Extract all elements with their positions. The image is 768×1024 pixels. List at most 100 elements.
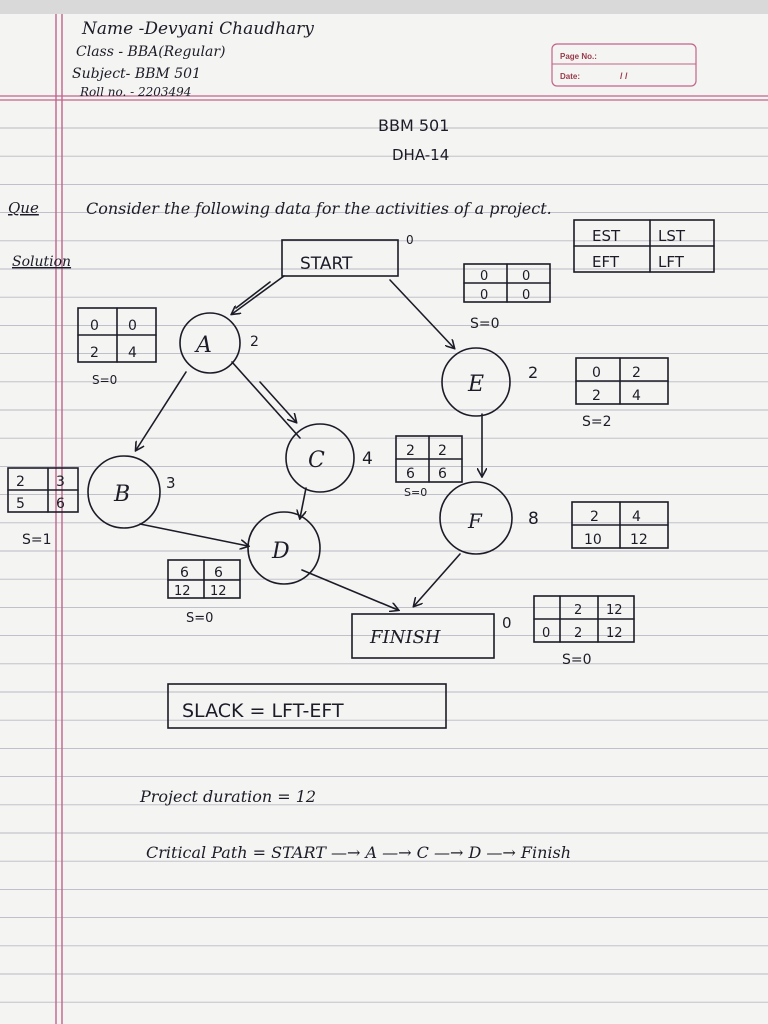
node-start-duration: 0: [406, 233, 414, 247]
node-c-label: C: [308, 448, 325, 473]
arrow-b-d: [139, 523, 248, 546]
node-start: START 0: [281, 233, 414, 277]
legend-lft: LFT: [658, 253, 685, 271]
student-name: Name -Devyani Chaudhary: [81, 19, 314, 39]
box-e-eft: 2: [592, 388, 601, 404]
page-date-box: Page No.: Date: / /: [551, 43, 697, 87]
box-a-lst: 0: [128, 318, 137, 334]
node-e: E 2: [441, 347, 538, 417]
legend-lst: LST: [658, 227, 686, 245]
date-label: Date:: [560, 72, 580, 81]
slack-finish: S=0: [562, 652, 592, 668]
box-start: 0 0 0 0 S=0: [463, 263, 551, 332]
student-roll: Roll no. - 2203494: [79, 85, 191, 99]
box-start-lst: 0: [522, 269, 530, 284]
network-arrows: [136, 275, 482, 610]
top-shadow: [0, 0, 768, 14]
slack-formula: SLACK = LFT-EFT: [182, 700, 344, 722]
arrow-f-finish: [414, 553, 461, 606]
box-start-eft: 0: [480, 288, 488, 303]
box-finish-r1c2: 2: [574, 603, 582, 618]
student-class: Class - BBA(Regular): [76, 44, 225, 60]
node-f-label: F: [467, 509, 483, 533]
box-c-eft: 6: [406, 466, 415, 482]
arrow-start-e: [389, 279, 454, 348]
box-f-lft: 12: [630, 532, 648, 548]
node-finish-label: FINISH: [369, 627, 441, 648]
box-c-lst: 2: [438, 443, 447, 459]
box-e-est: 0: [592, 365, 601, 381]
arrow-start-a-2: [235, 281, 271, 309]
box-b: 2 3 5 6 S=1: [7, 467, 79, 548]
node-c-duration: 4: [362, 449, 373, 469]
box-c-est: 2: [406, 443, 415, 459]
node-d-label: D: [271, 539, 290, 564]
question-label: Que: [8, 199, 39, 217]
slack-a: S=0: [92, 373, 117, 387]
box-b-est: 2: [16, 474, 25, 490]
box-start-est: 0: [480, 269, 488, 284]
box-d-eft: 12: [174, 584, 191, 599]
box-c: 2 2 6 6 S=0: [395, 435, 463, 499]
arrow-c-d: [300, 487, 307, 518]
assignment-title: DHA-14: [392, 146, 449, 164]
slack-c: S=0: [404, 486, 427, 499]
box-d-lst: 6: [214, 565, 223, 581]
box-finish-r2c3: 12: [606, 626, 623, 641]
box-a: 0 0 2 4 S=0: [77, 307, 157, 387]
box-e-lft: 4: [632, 388, 641, 404]
box-d-lft: 12: [210, 584, 227, 599]
page-no-label: Page No.:: [560, 52, 597, 61]
node-b: B 3: [87, 455, 176, 529]
slack-start: S=0: [470, 316, 500, 332]
box-f-est: 2: [590, 509, 599, 525]
node-c: C 4: [285, 423, 373, 493]
legend-est: EST: [592, 227, 621, 245]
node-finish-duration: 0: [502, 614, 512, 632]
box-f-lst: 4: [632, 509, 641, 525]
box-b-eft: 5: [16, 496, 25, 512]
critical-path: Critical Path = START —→ A —→ C —→ D —→ …: [146, 843, 571, 862]
arrow-a-c: [231, 361, 301, 439]
box-b-lst: 3: [56, 474, 65, 490]
node-f-duration: 8: [528, 509, 539, 529]
box-finish: 2 12 0 2 12 S=0: [533, 595, 635, 668]
arrow-a-c-2: [259, 381, 296, 422]
box-finish-r1c3: 12: [606, 603, 623, 618]
node-start-label: START: [300, 254, 353, 274]
course-code: BBM 501: [378, 116, 449, 135]
legend-box: EST LST EFT LFT: [573, 219, 715, 273]
box-f: 2 4 10 12: [571, 501, 669, 549]
node-b-duration: 3: [166, 474, 176, 492]
node-a-duration: 2: [250, 334, 259, 350]
node-a-label: A: [194, 333, 212, 358]
box-f-eft: 10: [584, 532, 602, 548]
node-finish: FINISH 0: [351, 613, 512, 659]
box-a-est: 0: [90, 318, 99, 334]
node-e-label: E: [467, 372, 484, 397]
box-e-lst: 2: [632, 365, 641, 381]
question-text: Consider the following data for the acti…: [86, 199, 552, 218]
slack-d: S=0: [186, 611, 213, 626]
arrow-d-finish: [301, 569, 398, 610]
student-subject: Subject- BBM 501: [72, 66, 201, 82]
date-value: / /: [620, 71, 628, 81]
box-e: 0 2 2 4 S=2: [575, 357, 669, 430]
node-b-label: B: [113, 482, 130, 507]
box-finish-r2c1: 0: [542, 626, 550, 641]
slack-e: S=2: [582, 414, 612, 430]
node-e-duration: 2: [528, 363, 538, 382]
box-d-est: 6: [180, 565, 189, 581]
slack-b: S=1: [22, 532, 52, 548]
node-f: F 8: [439, 481, 539, 555]
ruled-lines: [0, 127, 768, 1003]
node-a: A 2: [179, 312, 259, 374]
box-start-lft: 0: [522, 288, 530, 303]
slack-formula-box: SLACK = LFT-EFT: [167, 683, 447, 729]
box-a-lft: 4: [128, 345, 137, 361]
node-d: D: [247, 511, 321, 585]
box-c-lft: 6: [438, 466, 447, 482]
solution-label: Solution: [12, 254, 71, 270]
